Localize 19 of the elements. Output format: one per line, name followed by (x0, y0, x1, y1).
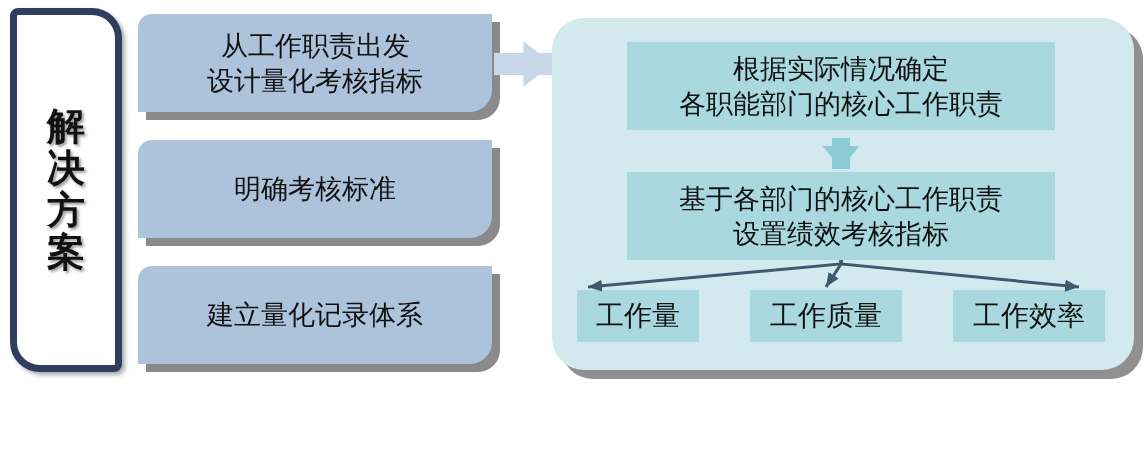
block-arrow (822, 138, 860, 169)
node-label: 工作效率 (973, 297, 1085, 334)
vertical-heading: 解决方案 (47, 106, 85, 274)
process-box (627, 42, 1055, 130)
node-label: 基于各部门的核心工作职责设置绩效考核指标 (679, 181, 1003, 251)
process-box (627, 172, 1055, 260)
arrow (839, 260, 1080, 292)
node-label: 工作量 (596, 297, 680, 334)
result-box (953, 290, 1105, 342)
block-arrow (494, 41, 552, 87)
node-label: 明确考核标准 (234, 172, 396, 207)
node-label: 从工作职责出发设计量化考核指标 (207, 28, 423, 98)
arrow (587, 260, 843, 292)
node-label: 建立量化记录体系 (207, 298, 423, 333)
result-box (577, 290, 699, 342)
title-box (10, 8, 122, 372)
node-label: 工作质量 (770, 297, 882, 334)
node-label: 根据实际情况确定各职能部门的核心工作职责 (679, 51, 1003, 121)
result-box (750, 290, 902, 342)
